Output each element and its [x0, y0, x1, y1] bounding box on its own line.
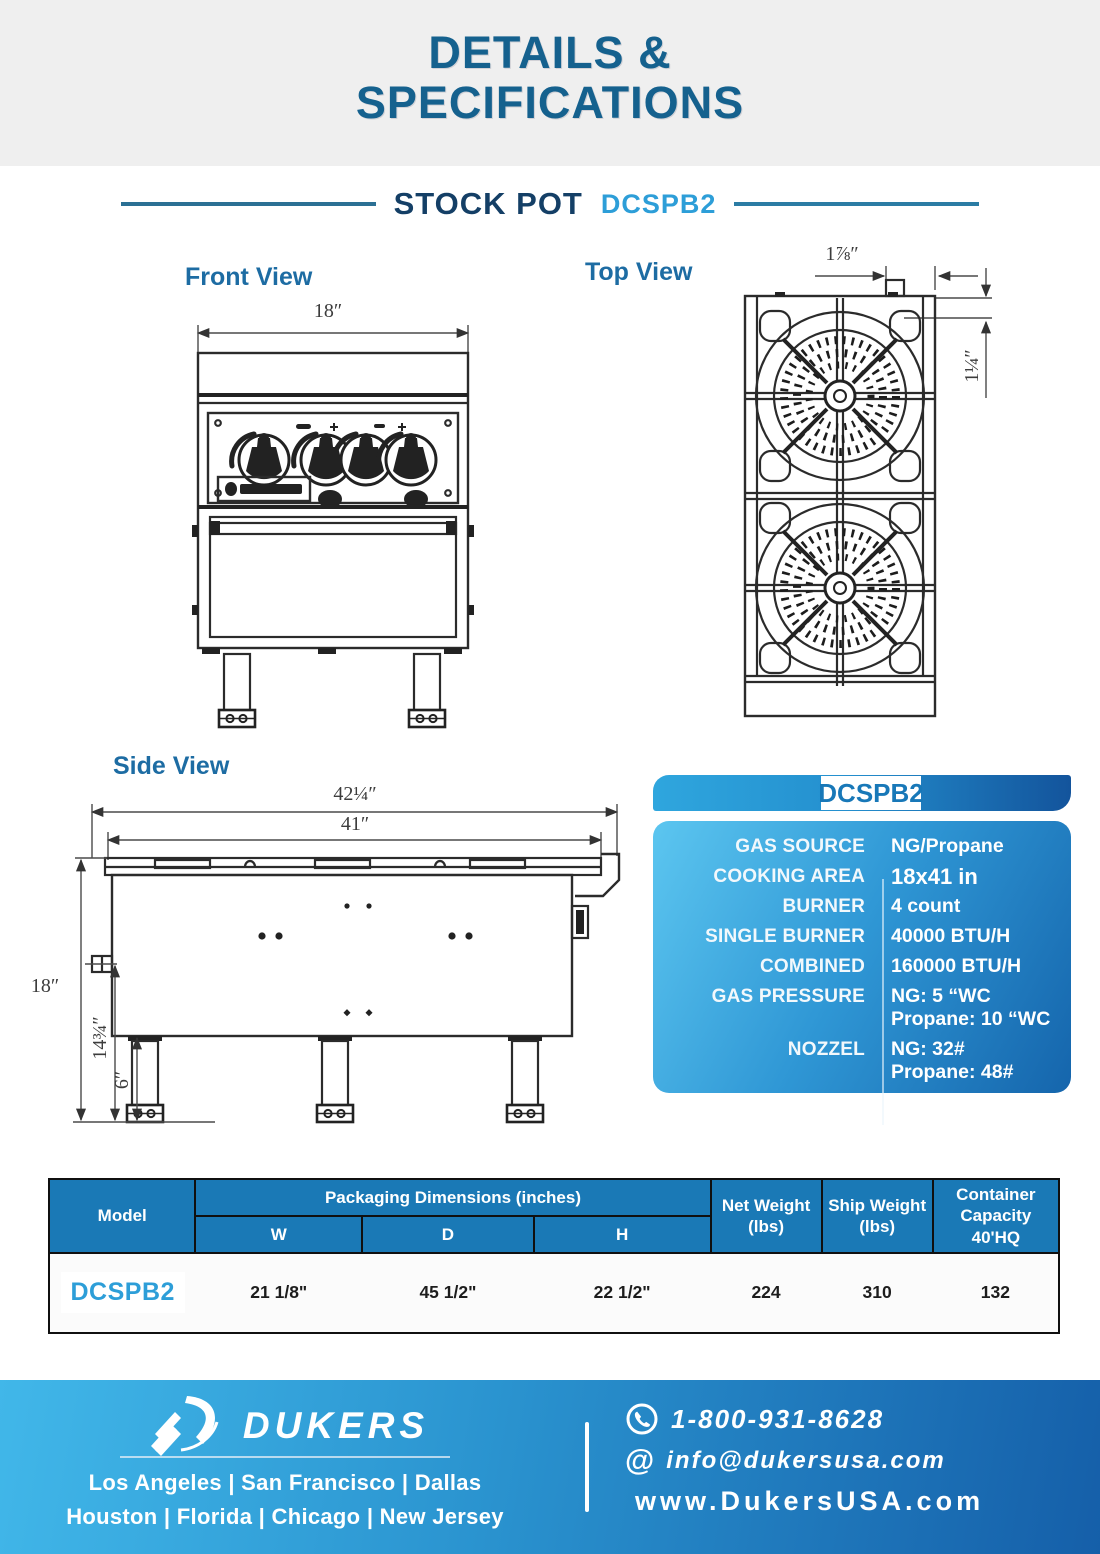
- cell-d: 45 1/2": [362, 1251, 534, 1334]
- model-chip: DCSPB2: [60, 1272, 185, 1314]
- col-header-model: Model: [47, 1178, 197, 1254]
- footer: DUKERS Los Angeles | San Francisco | Dal…: [0, 1380, 1100, 1554]
- cell-w: 21 1/8": [195, 1251, 363, 1334]
- col-header-packaging: Packaging Dimensions (inches): [194, 1178, 712, 1217]
- cities-line2: Houston | Florida | Chicago | New Jersey: [66, 1504, 504, 1529]
- spec-row-gas-source: GAS SOURCE NG/Propane: [653, 835, 1071, 858]
- spec-value: NG: 32# Propane: 48#: [891, 1038, 1014, 1083]
- col-header-h: H: [532, 1214, 712, 1254]
- spec-value: NG/Propane: [891, 835, 1004, 857]
- phone-icon: [626, 1403, 658, 1435]
- spec-value: 160000 BTU/H: [891, 955, 1022, 977]
- spec-label: GAS SOURCE: [735, 836, 865, 857]
- spec-value: NG: 5 “WC Propane: 10 “WC: [891, 985, 1051, 1030]
- cell-model: DCSPB2: [47, 1251, 196, 1334]
- spec-row-gas-pressure: GAS PRESSURE NG: 5 “WC Propane: 10 “WC: [653, 985, 1071, 1031]
- spec-panel: DCSPB2 GAS SOURCE NG/Propane COOKING ARE…: [653, 775, 1071, 1125]
- spec-label: NOZZEL: [787, 1039, 865, 1060]
- cities-line1: Los Angeles | San Francisco | Dallas: [88, 1470, 482, 1495]
- email-address: info@dukersusa.com: [666, 1447, 946, 1474]
- front-dim-width: 18″: [314, 300, 342, 322]
- top-view-drawing: 1⅞″ 1¼″: [690, 243, 992, 718]
- cell-h: 22 1/2": [533, 1251, 711, 1334]
- cell-ship-weight: 310: [821, 1251, 933, 1334]
- phone-line: 1-800-931-8628: [625, 1402, 1065, 1436]
- packaging-table: Model Packaging Dimensions (inches) Net …: [47, 1178, 1061, 1334]
- spec-panel-model: DCSPB2: [818, 776, 924, 810]
- side-view-label: Side View: [113, 752, 230, 780]
- top-dim-inlet-offset: 1⅞″: [825, 243, 858, 265]
- col-header-d: D: [361, 1214, 535, 1254]
- spec-row-cooking-area: COOKING AREA 18x41 in: [653, 865, 1071, 888]
- brand-underline: [120, 1456, 450, 1458]
- table-header-row-1: Model Packaging Dimensions (inches) Net …: [47, 1178, 1061, 1254]
- side-dim-overall-depth: 42¼″: [333, 783, 376, 805]
- spec-value: 18x41 in: [891, 864, 978, 889]
- spec-value: 40000 BTU/H: [891, 925, 1011, 947]
- col-header-w: W: [194, 1214, 364, 1254]
- spec-value: 4 count: [891, 895, 961, 917]
- front-view-label: Front View: [185, 263, 313, 291]
- phone-number: 1-800-931-8628: [671, 1403, 885, 1434]
- section-model: DCSPB2: [600, 188, 717, 219]
- spec-label: COMBINED: [759, 956, 865, 977]
- side-view-drawing: 42¼″ 41″: [31, 783, 621, 1124]
- section-title: STOCK POT: [393, 186, 583, 221]
- website-url: www.DukersUSA.com: [635, 1486, 985, 1516]
- footer-cities: Los Angeles | San Francisco | Dallas Hou…: [35, 1466, 535, 1534]
- side-dim-body-height: 14¾″: [89, 1016, 111, 1059]
- col-header-ship-weight: Ship Weight (lbs): [820, 1178, 934, 1254]
- col-header-capacity: Container Capacity 40'HQ: [931, 1178, 1061, 1254]
- col-header-net-weight: Net Weight (lbs): [709, 1178, 823, 1254]
- table-header-row-2: W D H: [49, 1214, 1059, 1254]
- brand-logo: DUKERS: [35, 1390, 535, 1462]
- left-rule: [120, 202, 376, 206]
- footer-divider: [585, 1422, 589, 1512]
- cell-net-weight: 224: [710, 1251, 822, 1334]
- spec-label: COOKING AREA: [713, 866, 865, 887]
- at-icon: @: [625, 1444, 655, 1477]
- page-title-line1: DETAILS &: [428, 27, 672, 78]
- side-dim-height: 18″: [31, 975, 59, 997]
- email-line: @ info@dukersusa.com: [625, 1446, 1065, 1476]
- page-title: DETAILS & SPECIFICATIONS: [0, 27, 1100, 129]
- top-dim-inlet-drop: 1¼″: [961, 349, 983, 382]
- spec-divider: [882, 879, 884, 1125]
- spec-panel-body: GAS SOURCE NG/Propane COOKING AREA 18x41…: [653, 821, 1071, 1125]
- footer-brand-block: DUKERS Los Angeles | San Francisco | Dal…: [35, 1390, 535, 1534]
- right-rule: [734, 202, 980, 206]
- side-dim-inner-depth: 41″: [341, 813, 369, 835]
- page-title-line2: SPECIFICATIONS: [355, 77, 745, 129]
- table-row: DCSPB2 21 1/8" 45 1/2" 22 1/2" 224 310 1…: [47, 1251, 1061, 1334]
- spec-label: GAS PRESSURE: [711, 986, 865, 1007]
- section-title-row: STOCK POT DCSPB2: [0, 182, 1100, 226]
- spec-label: SINGLE BURNER: [705, 926, 865, 947]
- cell-capacity: 132: [932, 1251, 1061, 1334]
- header-band: [0, 0, 1100, 166]
- spec-row-burner: BURNER 4 count: [653, 895, 1071, 918]
- front-view-drawing: 18″: [192, 300, 474, 729]
- dukers-d-icon: [150, 1396, 219, 1456]
- top-view-label: Top View: [585, 258, 693, 286]
- footer-contact-block: 1-800-931-8628 @ info@dukersusa.com www.…: [625, 1402, 1065, 1517]
- spec-row-combined: COMBINED 160000 BTU/H: [653, 955, 1071, 978]
- spec-row-nozzel: NOZZEL NG: 32# Propane: 48#: [653, 1038, 1071, 1084]
- spec-row-single-burner: SINGLE BURNER 40000 BTU/H: [653, 925, 1071, 948]
- brand-name: DUKERS: [242, 1405, 430, 1446]
- spec-panel-header: DCSPB2: [653, 775, 1071, 811]
- spec-label: BURNER: [782, 896, 865, 917]
- side-dim-leg-height: 6″: [111, 1071, 133, 1089]
